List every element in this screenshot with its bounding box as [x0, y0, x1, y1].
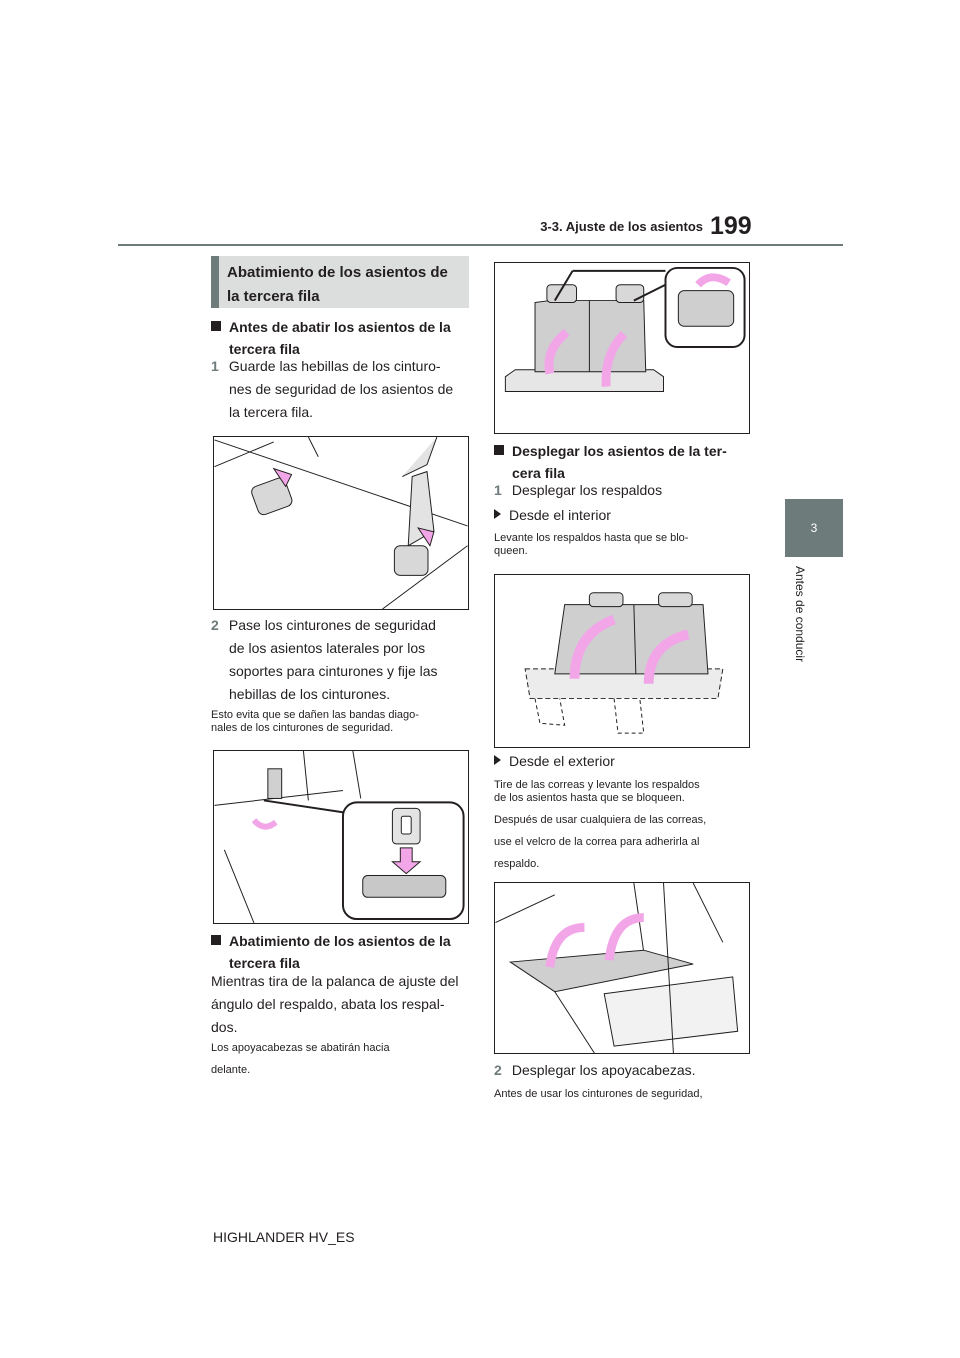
box-heading-line-1: Abatimiento de los asientos de: [227, 264, 448, 281]
fold-seats-illustration: [504, 266, 746, 392]
before-fold-heading-line-1: Antes de abatir los asientos de la: [229, 319, 451, 335]
step-text: nes de seguridad de los asientos de: [229, 381, 454, 397]
fold-heading-line-1: Abatimiento de los asientos de la: [229, 933, 451, 949]
right-step-2-note: Antes de usar los cinturones de segurida…: [494, 1088, 703, 1100]
step-text: hebillas de los cinturones.: [229, 686, 391, 702]
before-fold-heading: Antes de abatir los asientos de la terce…: [211, 316, 471, 360]
step-text: Pase los cinturones de seguridad: [228, 617, 436, 633]
outside-note: Tire de las correas y levante los respal…: [494, 779, 756, 871]
figure-raise-from-outside: [494, 882, 750, 1054]
outside-label: Desde el exterior: [494, 750, 756, 773]
figure-belt-guide: [213, 750, 469, 924]
figure-fold-seats: [494, 262, 750, 434]
fold-text-line: ángulo del respaldo, abata los respal-: [211, 996, 445, 1012]
note-line: Tire de las correas y levante los respal…: [494, 779, 700, 791]
step-number: 1: [494, 482, 502, 498]
square-bullet-icon: [211, 935, 221, 945]
step-text: de los asientos laterales por los: [229, 640, 426, 656]
inside-label: Desde el interior: [494, 504, 756, 527]
box-heading: Abatimiento de los asientos de la tercer…: [211, 256, 469, 308]
step-number: 2: [211, 617, 219, 633]
fold-heading-line-2: tercera fila: [229, 955, 300, 971]
before-fold-heading-line-2: tercera fila: [229, 341, 300, 357]
raise-from-outside-illustration: [495, 883, 739, 1053]
note-line: nales de los cinturones de seguridad.: [211, 722, 394, 734]
unfold-heading-line-2: cera fila: [512, 465, 565, 481]
section-title: 3-3. Ajuste de los asientos: [540, 219, 703, 234]
outside-label-text: Desde el exterior: [509, 753, 615, 769]
step-text: Desplegar los apoyacabezas.: [511, 1062, 696, 1078]
step-text: Guarde las hebillas de los cinturo-: [228, 358, 441, 374]
footer-model: HIGHLANDER HV_ES: [213, 1229, 355, 1245]
figure-belt-buckles-storage: [213, 436, 469, 610]
figure-raise-from-inside: [494, 574, 750, 748]
fold-text: Mientras tira de la palanca de ajuste de…: [211, 970, 476, 1039]
unfold-heading: Desplegar los asientos de la ter- cera f…: [494, 440, 756, 484]
note-line: use el velcro de la correa para adherirl…: [494, 836, 700, 848]
belt-guide-illustration: [214, 751, 465, 923]
right-step-2: 2 Desplegar los apoyacabezas.: [494, 1059, 756, 1082]
fold-text-line: dos.: [211, 1019, 238, 1035]
inside-label-text: Desde el interior: [509, 507, 611, 523]
left-step-1: 1 Guarde las hebillas de los cinturo- ne…: [211, 355, 473, 424]
note-line: Los apoyacabezas se abatirán hacia: [211, 1042, 390, 1054]
box-heading-line-2: la tercera fila: [227, 288, 320, 305]
step-number: 2: [494, 1062, 502, 1078]
left-step-2-note: Esto evita que se dañen las bandas diago…: [211, 709, 473, 735]
inside-note: Levante los respaldos hasta que se blo- …: [494, 532, 756, 558]
step-number: 1: [211, 358, 219, 374]
note-line: Levante los respaldos hasta que se blo-: [494, 532, 689, 544]
triangle-bullet-icon: [494, 755, 501, 765]
raise-from-inside-illustration: [524, 592, 724, 734]
fold-heading: Abatimiento de los asientos de la tercer…: [211, 930, 473, 974]
triangle-bullet-icon: [494, 509, 501, 519]
header-rule: [118, 244, 843, 246]
square-bullet-icon: [211, 321, 221, 331]
step-text: Desplegar los respaldos: [511, 482, 663, 498]
note-line: respaldo.: [494, 858, 540, 870]
chapter-title: Antes de conducir: [793, 566, 807, 663]
fold-text-line: Mientras tira de la palanca de ajuste de…: [211, 973, 459, 989]
note-line: queen.: [494, 545, 528, 557]
note-line: Esto evita que se dañen las bandas diago…: [211, 709, 419, 721]
right-step-1: 1 Desplegar los respaldos: [494, 479, 756, 502]
step-text: la tercera fila.: [229, 404, 314, 420]
page-number: 199: [710, 212, 752, 240]
chapter-side-label: Antes de conducir: [793, 566, 807, 696]
square-bullet-icon: [494, 445, 504, 455]
left-step-2: 2 Pase los cinturones de seguridad de lo…: [211, 614, 473, 706]
note-line: delante.: [211, 1064, 251, 1076]
note-line: de los asientos hasta que se bloqueen.: [494, 792, 685, 804]
belt-buckles-illustration: [214, 437, 468, 609]
note-line: Después de usar cualquiera de las correa…: [494, 814, 707, 826]
step-text: soportes para cinturones y fije las: [229, 663, 438, 679]
chapter-tab: 3: [785, 499, 843, 557]
unfold-heading-line-1: Desplegar los asientos de la ter-: [512, 443, 727, 459]
fold-note: Los apoyacabezas se abatirán hacia delan…: [211, 1037, 473, 1081]
